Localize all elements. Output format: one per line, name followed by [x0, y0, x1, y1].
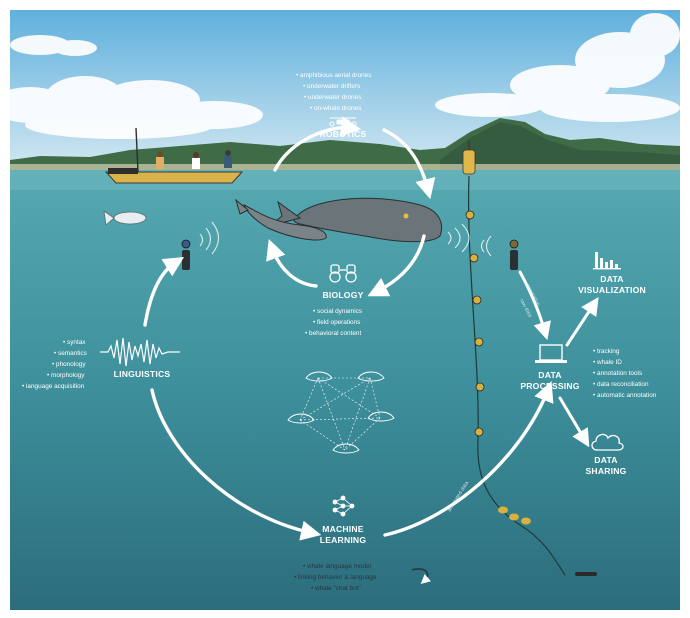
biology-item: • social dynamics [313, 308, 362, 315]
linguistics-title: LINGUISTICS [114, 369, 171, 379]
ml-item: • whale language model [303, 563, 371, 570]
dp-item: • tracking [593, 348, 620, 355]
research-boat [104, 127, 244, 184]
dv-title-line1: DATA [600, 274, 623, 284]
mooring-line [465, 175, 597, 576]
robotics-item: • underwater drifters [303, 83, 360, 90]
dp-item: • data reconciliation [593, 381, 649, 388]
data-visualization-node: DATA VISUALIZATION [578, 252, 646, 295]
biology-title: BIOLOGY [322, 290, 363, 300]
robotics-item: • on-whale drones [310, 105, 361, 112]
waveform-icon [100, 337, 180, 367]
linguistics-item: • morphology [47, 372, 85, 379]
linguistics-item: • language acquisition [22, 383, 85, 390]
robotic-fish [103, 210, 147, 226]
dp-title-line1: DATA [538, 370, 561, 380]
linguistics-item: • semantics [54, 350, 87, 357]
linguistics-item: • phonology [52, 361, 86, 368]
cloud-icon [591, 433, 624, 451]
robotics-title: ROBOTICS [320, 129, 367, 139]
dp-title-line2: PROCESSING [520, 381, 579, 391]
machine-learning-node: MACHINE LEARNING • whale language model … [294, 495, 377, 592]
whale-network [287, 371, 395, 454]
linguistics-node: LINGUISTICS • syntax • semantics • phono… [22, 337, 180, 390]
ml-item: • whale "chat bot" [311, 585, 361, 592]
biology-node: BIOLOGY • social dynamics • field operat… [305, 264, 363, 337]
ocean [10, 170, 680, 610]
robotics-item: • amphibious aerial drones [296, 72, 371, 79]
data-sharing-node: DATA SHARING [585, 433, 626, 476]
clouds [0, 13, 680, 139]
robotics-item: • underwater drones [304, 94, 361, 101]
ml-title-line1: MACHINE [322, 524, 364, 534]
linguistics-item: • syntax [63, 339, 86, 346]
research-cycle-arrows [143, 116, 599, 584]
dp-item: • automatic annotation [593, 392, 657, 399]
drone-icon [329, 117, 357, 127]
dp-item: • annotation tools [593, 370, 642, 377]
biology-item: • field operations [313, 319, 360, 326]
bar-chart-icon [593, 252, 621, 270]
laptop-icon [535, 344, 567, 363]
biology-item: • behavioral content [305, 330, 361, 337]
neural-net-icon [332, 495, 355, 517]
underwater-drifter-right [509, 239, 519, 270]
binoculars-icon [329, 264, 357, 283]
robotics-node: ROBOTICS • amphibious aerial drones • un… [296, 72, 371, 139]
data-processing-node: DATA PROCESSING • tracking • whale ID • … [520, 344, 657, 399]
ml-title-line2: LEARNING [320, 535, 367, 545]
ml-item: • linking behavior & language [294, 574, 377, 581]
dv-title-line2: VISUALIZATION [578, 285, 646, 295]
ds-title-line1: DATA [594, 455, 617, 465]
ds-title-line2: SHARING [585, 466, 626, 476]
dp-item: • whale ID [593, 359, 622, 366]
surface-buoy [462, 140, 476, 175]
